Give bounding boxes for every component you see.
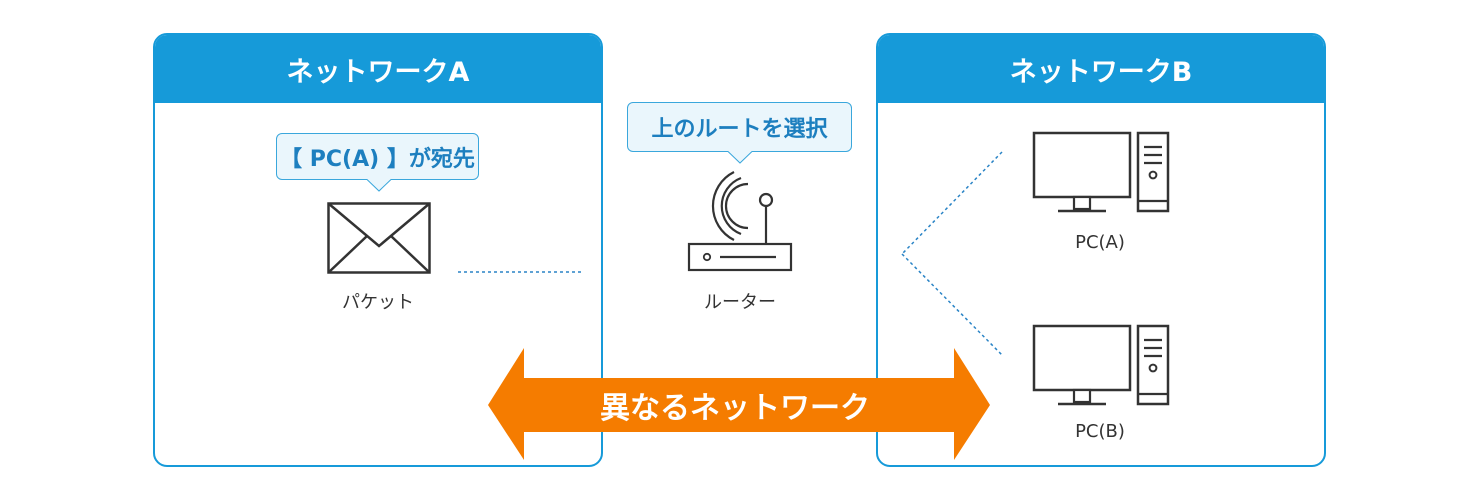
router-pc-links <box>901 151 1003 356</box>
packet-destination-text: 【 PC(A) 】が宛先 <box>280 146 475 172</box>
envelope-icon <box>327 202 431 274</box>
packet-router-link <box>458 271 584 273</box>
double-arrow-front-shape <box>488 348 990 460</box>
network-b-title: ネットワークB <box>878 35 1324 103</box>
router-route-bubble: 上のルートを選択 <box>627 102 852 152</box>
pc-b-icon <box>1032 324 1170 406</box>
router-bubble-tail <box>727 151 753 164</box>
router-icon <box>687 171 793 272</box>
packet-label: パケット <box>342 292 414 313</box>
router-route-text: 上のルートを選択 <box>651 117 828 142</box>
packet-destination-bubble: 【 PC(A) 】が宛先 <box>276 133 479 180</box>
packet-bubble-tail <box>366 179 392 192</box>
different-network-label: 異なるネットワーク <box>600 391 870 426</box>
router-label: ルーター <box>704 292 776 313</box>
network-a-title: ネットワークA <box>155 35 601 103</box>
pc-a-icon <box>1032 131 1170 213</box>
pc-b-label: PC(B) <box>1075 421 1125 442</box>
pc-a-label: PC(A) <box>1075 232 1125 253</box>
